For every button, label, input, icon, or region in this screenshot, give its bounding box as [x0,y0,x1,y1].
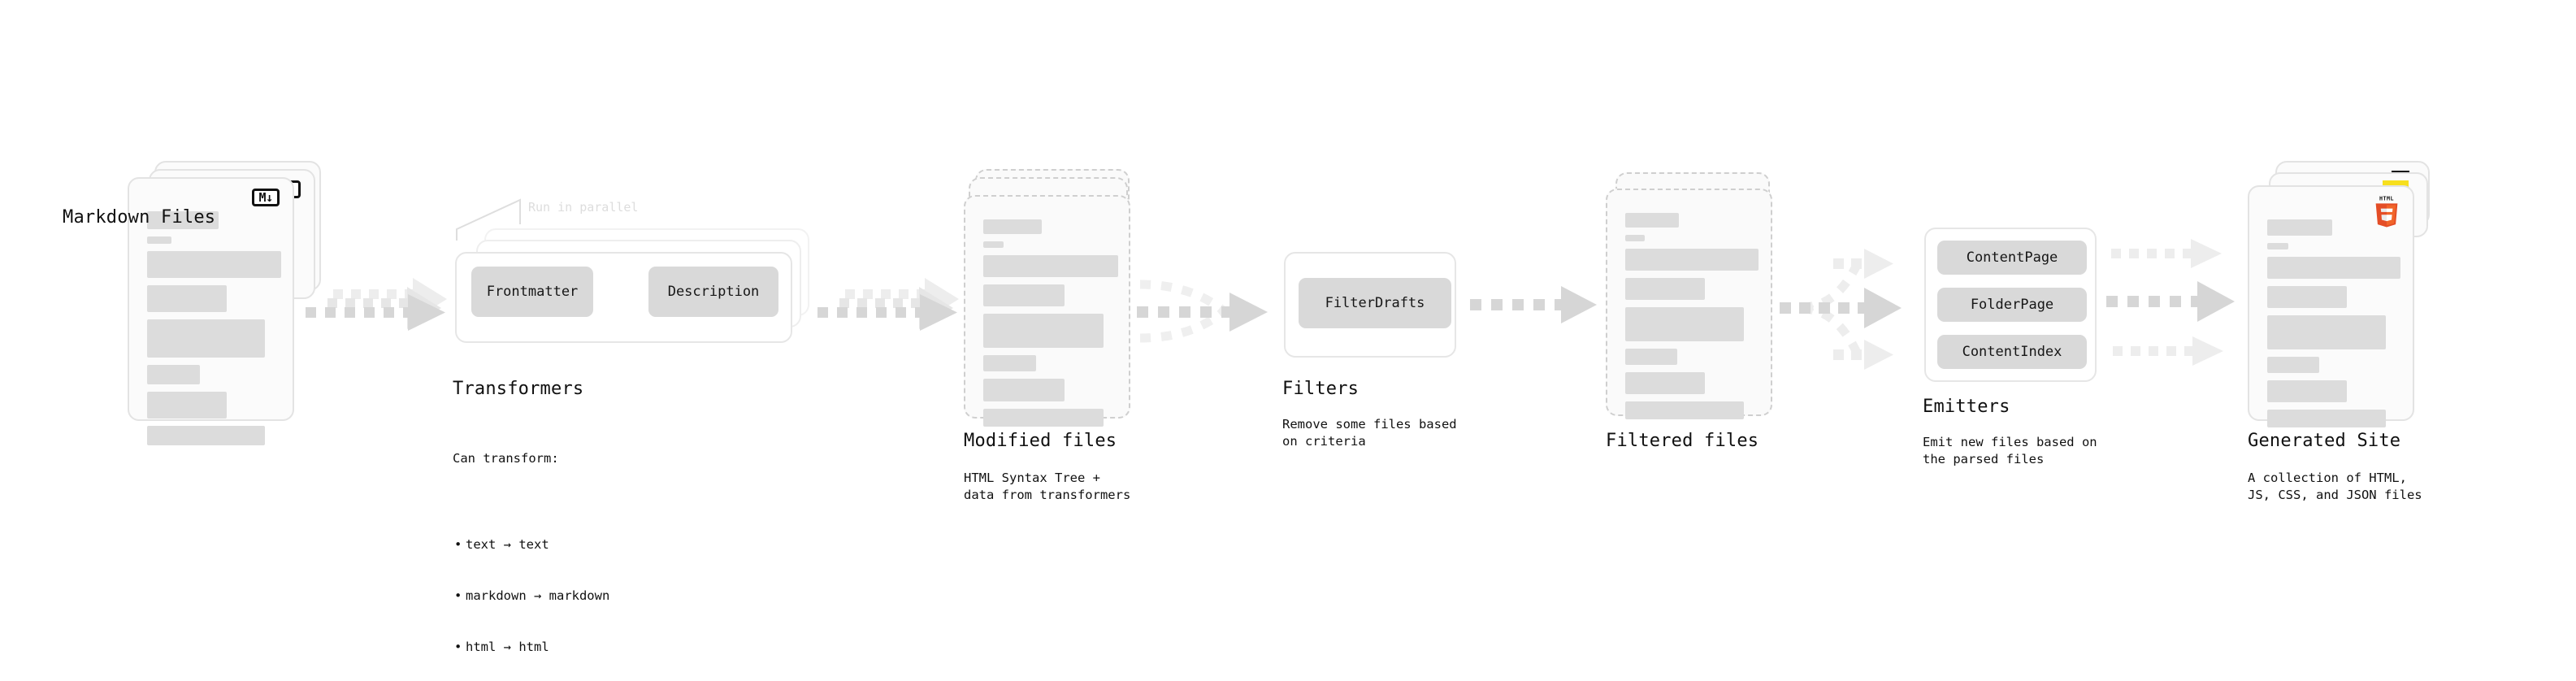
stage-subtitle-transformers: Can transform: text → text markdown → ma… [453,416,609,681]
pill-frontmatter[interactable]: Frontmatter [471,267,593,317]
emitters-box: ContentPage FolderPage ContentIndex [1924,228,2097,382]
arrow-modified-to-filters [1137,280,1268,343]
stage-title-emitters: Emitters [1923,397,2010,417]
pill-contentpage[interactable]: ContentPage [1937,241,2087,275]
stage-title-transformers: Transformers [453,379,584,399]
stage-title-markdown-files: Markdown Files [63,207,216,228]
arrow-filters-to-filtered [1470,286,1597,323]
transform-list-item: markdown → markdown [454,588,609,605]
pill-contentindex[interactable]: ContentIndex [1937,335,2087,369]
file-skeleton-lines [2267,219,2400,435]
transform-list-item: html → html [454,639,609,656]
transform-list: text → text markdown → markdown html → h… [453,502,609,681]
run-in-parallel-label: Run in parallel [528,200,639,215]
html5-badge: HTML [2375,196,2398,228]
markdown-badge: M↓ [252,189,280,206]
modified-file-card-front [964,195,1130,427]
pill-description[interactable]: Description [648,267,778,317]
filters-box: FilterDrafts [1284,252,1456,358]
transformer-card-front: Frontmatter Description [455,252,792,343]
file-skeleton-lines [1625,213,1759,427]
file-skeleton-lines [147,211,281,453]
filtered-file-card-front [1606,189,1772,419]
transform-list-heading: Can transform: [453,451,559,466]
stage-subtitle-filters: Remove some files based on criteria [1282,417,1457,449]
run-in-parallel-leader-icon [456,198,521,241]
arrow-filtered-to-emitters [1780,249,1902,370]
markdown-file-card-front: M↓ [128,177,294,445]
pill-folderpage[interactable]: FolderPage [1937,288,2087,322]
stage-subtitle-generated-site: A collection of HTML, JS, CSS, and JSON … [2248,471,2422,502]
stage-title-filters: Filters [1282,379,1360,399]
stage-subtitle-modified-files: HTML Syntax Tree + data from transformer… [964,471,1131,502]
svg-text:HTML: HTML [2379,196,2394,202]
arrow-emitters-to-site [2106,239,2235,366]
arrow-transformers-to-modified [817,278,959,331]
generated-file-card-html: HTML [2248,185,2414,427]
stage-subtitle-emitters: Emit new files based on the parsed files [1923,435,2097,466]
transform-list-item: text → text [454,536,609,553]
pill-filterdrafts[interactable]: FilterDrafts [1299,278,1451,328]
stage-title-filtered-files: Filtered files [1606,431,1759,451]
file-skeleton-lines [983,219,1118,434]
arrow-markdown-to-transformers [306,278,447,331]
stage-title-generated-site: Generated Site [2248,431,2401,451]
stage-title-modified-files: Modified files [964,431,1117,451]
